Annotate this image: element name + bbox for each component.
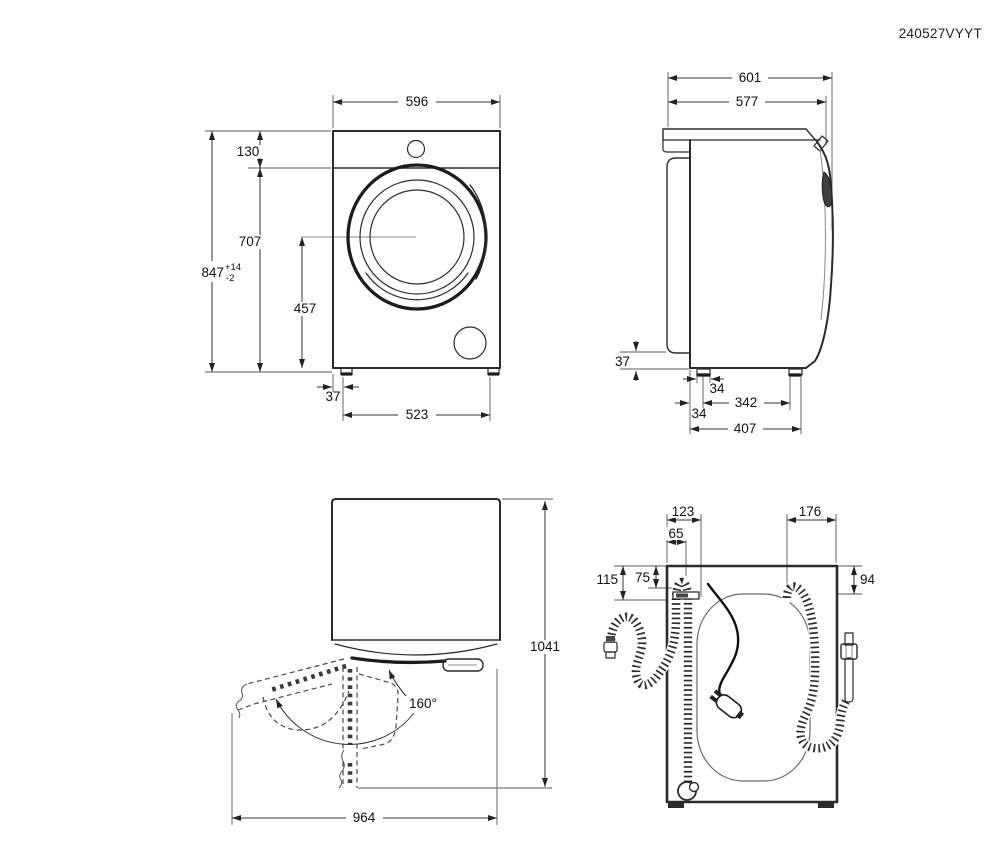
front-cabinet-outline <box>332 130 501 369</box>
dim-feet-distance: 523 <box>406 407 429 422</box>
rear-foot-left <box>668 802 684 808</box>
dim-rear-gap: 37 <box>615 354 630 369</box>
dim-cord-drop: 115 <box>596 572 618 587</box>
door-bulge-profile <box>805 142 834 369</box>
inlet-hose <box>781 581 858 754</box>
door-open-projection <box>235 658 399 789</box>
program-knob <box>406 139 426 159</box>
side-feet <box>696 368 803 377</box>
dim-open-depth: 1041 <box>530 639 560 654</box>
dim-side-feet-distance: 342 <box>735 395 758 410</box>
door-edge-accent <box>469 184 488 280</box>
side-view: 601 577 37 34 342 34 407 <box>615 70 834 436</box>
dim-cord-offset: 123 <box>672 504 695 519</box>
dim-panel-height: 130 <box>237 144 260 159</box>
drawer-edge-detail <box>813 135 829 152</box>
door-front-edge <box>350 656 447 665</box>
dim-body-depth: 577 <box>736 94 759 109</box>
power-plug <box>709 689 745 720</box>
drain-hose <box>603 576 700 801</box>
inlet-hose-nut <box>840 643 858 660</box>
front-view: 596 130 707 847 +14 -2 457 37 523 <box>192 94 501 422</box>
dim-drain-offset: 65 <box>668 526 683 541</box>
document-code: 240527VYYT <box>898 26 982 41</box>
dim-height-tolerance-minus: -2 <box>226 273 234 284</box>
door-handle-top <box>442 658 484 672</box>
dim-body-height: 707 <box>239 234 262 249</box>
door-mid-ring <box>359 179 475 295</box>
dim-rear-foot-offset: 34 <box>691 406 707 421</box>
dim-total-height: 847 <box>201 265 224 280</box>
rear-foot-right <box>818 802 834 808</box>
rear-panel-bulge <box>696 593 811 782</box>
dim-inlet-drop: 94 <box>860 572 876 587</box>
door-handle-side <box>821 171 833 208</box>
rear-panel-inset <box>666 157 691 354</box>
top-view: 160° 964 1041 <box>231 498 567 825</box>
dim-front-width: 596 <box>406 94 429 109</box>
dim-drain-drop: 75 <box>635 570 650 585</box>
door-swing-arc <box>275 698 415 745</box>
door-angle-leader-arrow <box>388 669 407 697</box>
power-cord <box>706 582 745 720</box>
rear-view: 123 65 176 115 75 94 <box>596 504 876 808</box>
dim-total-depth: 601 <box>739 70 762 85</box>
dim-open-width: 964 <box>353 810 376 825</box>
inlet-hose-tip <box>844 632 854 646</box>
door-top-arc <box>334 643 498 656</box>
dim-door-angle: 160° <box>409 696 437 711</box>
dim-inlet-offset: 176 <box>799 504 822 519</box>
drain-filter-cap <box>453 326 487 360</box>
side-cabinet-outline <box>662 128 834 369</box>
dim-foot-width: 34 <box>709 381 725 396</box>
top-cabinet-outline <box>331 498 501 641</box>
front-feet <box>340 367 500 376</box>
dim-height-tolerance-plus: +14 <box>225 262 241 273</box>
rear-cabinet-outline <box>665 564 839 804</box>
dim-feet-depth: 407 <box>734 421 757 436</box>
door-glass <box>369 189 465 285</box>
dim-drum-center: 457 <box>294 301 317 316</box>
inlet-hose-tube <box>844 657 854 703</box>
dim-foot-offset: 37 <box>325 389 340 404</box>
door-lower-arc <box>365 272 469 301</box>
